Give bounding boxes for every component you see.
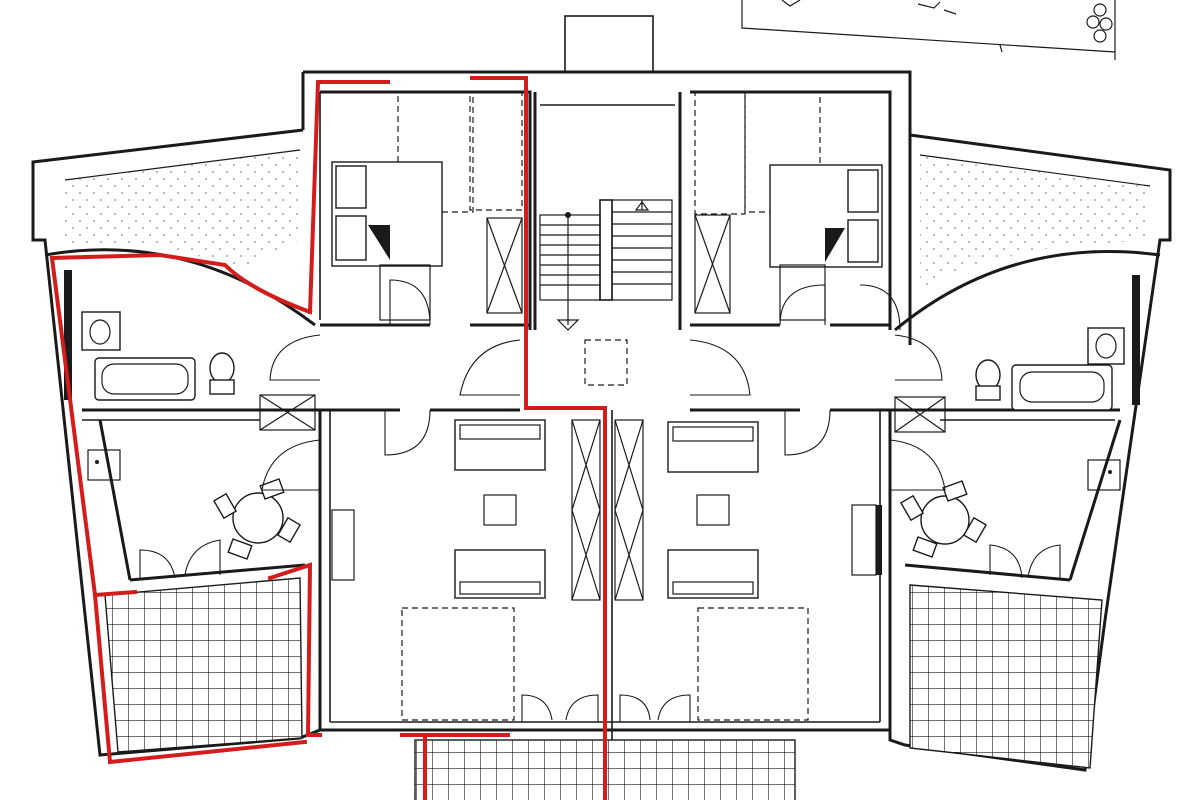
sofa-icon — [454, 419, 546, 471]
sofa-icon — [667, 421, 759, 473]
shaft-hatch — [1132, 275, 1140, 405]
bathroom-left — [64, 270, 316, 431]
door-swing-icon — [689, 339, 751, 396]
door-swing-icon — [389, 279, 431, 326]
apartment-boundary-highlight — [49, 76, 607, 800]
coffee-table-icon — [483, 494, 517, 526]
door-swing-icon — [459, 339, 521, 396]
door-swing-icon — [889, 439, 946, 491]
living-room-left — [331, 419, 601, 721]
toilet-icon — [975, 359, 1001, 401]
tree-symbol-icon — [917, 1, 957, 15]
fridge-icon — [87, 449, 121, 481]
balcony-right — [909, 584, 1103, 769]
bathroom-right — [894, 275, 1140, 433]
coffee-table-icon — [696, 494, 730, 526]
door-swing-icon — [261, 439, 321, 491]
door-swing-icon — [384, 409, 431, 456]
balcony-left — [104, 577, 303, 753]
stair-treads — [540, 211, 672, 286]
door-swing-icon — [859, 284, 901, 331]
curved-wall-right — [894, 250, 1161, 332]
site-plan-fragment — [741, 0, 1116, 60]
staircase — [539, 199, 673, 386]
chimney-shaft — [564, 15, 654, 73]
rug-outline — [401, 607, 515, 721]
wardrobe-icon — [614, 419, 644, 601]
nightstand-hatch — [368, 225, 390, 260]
shower-icon — [259, 394, 316, 431]
toilet-icon — [209, 352, 235, 395]
nightstand-hatch — [825, 228, 845, 262]
wardrobe-icon — [571, 419, 601, 601]
sofa-icon — [667, 549, 759, 599]
planter-icon — [1086, 3, 1113, 43]
living-room-right — [614, 419, 882, 721]
rug-outline — [697, 607, 809, 721]
kitchen-dining-left — [87, 449, 302, 580]
door-swing-icon — [269, 334, 321, 381]
door-swing-icon — [779, 284, 826, 326]
bathtub-icon — [94, 357, 196, 401]
door-swing-icon — [521, 694, 553, 722]
landing-skylight — [584, 339, 628, 386]
bathtub-icon — [1011, 364, 1113, 411]
fridge-icon — [1087, 459, 1121, 491]
stair-up-arrow-icon — [634, 200, 650, 211]
shower-icon — [894, 396, 946, 433]
cabinet-icon — [331, 509, 355, 581]
shaft-hatch — [64, 270, 72, 400]
dining-table-icon — [899, 480, 988, 558]
door-swing-icon — [784, 409, 831, 456]
bedroom-left — [331, 91, 523, 321]
door-swings — [261, 279, 946, 722]
dining-table-icon — [212, 478, 302, 560]
terrace-left — [64, 149, 301, 268]
door-swing-icon — [619, 694, 651, 722]
kitchen-dining-right — [899, 459, 1121, 580]
door-swing-icon — [565, 694, 599, 722]
terrace-right — [919, 154, 1151, 290]
stair-start-marker — [565, 212, 571, 218]
cabinet-icon — [851, 504, 877, 576]
door-swing-icon — [657, 694, 691, 722]
door-swing-icon — [894, 334, 943, 381]
stair-arrow-icon — [556, 319, 580, 331]
wardrobe-icon — [486, 217, 523, 314]
wardrobe-icon — [694, 214, 731, 314]
shrub-symbol-icon — [781, 0, 801, 7]
sofa-icon — [454, 549, 546, 599]
bedroom-right — [694, 91, 883, 321]
